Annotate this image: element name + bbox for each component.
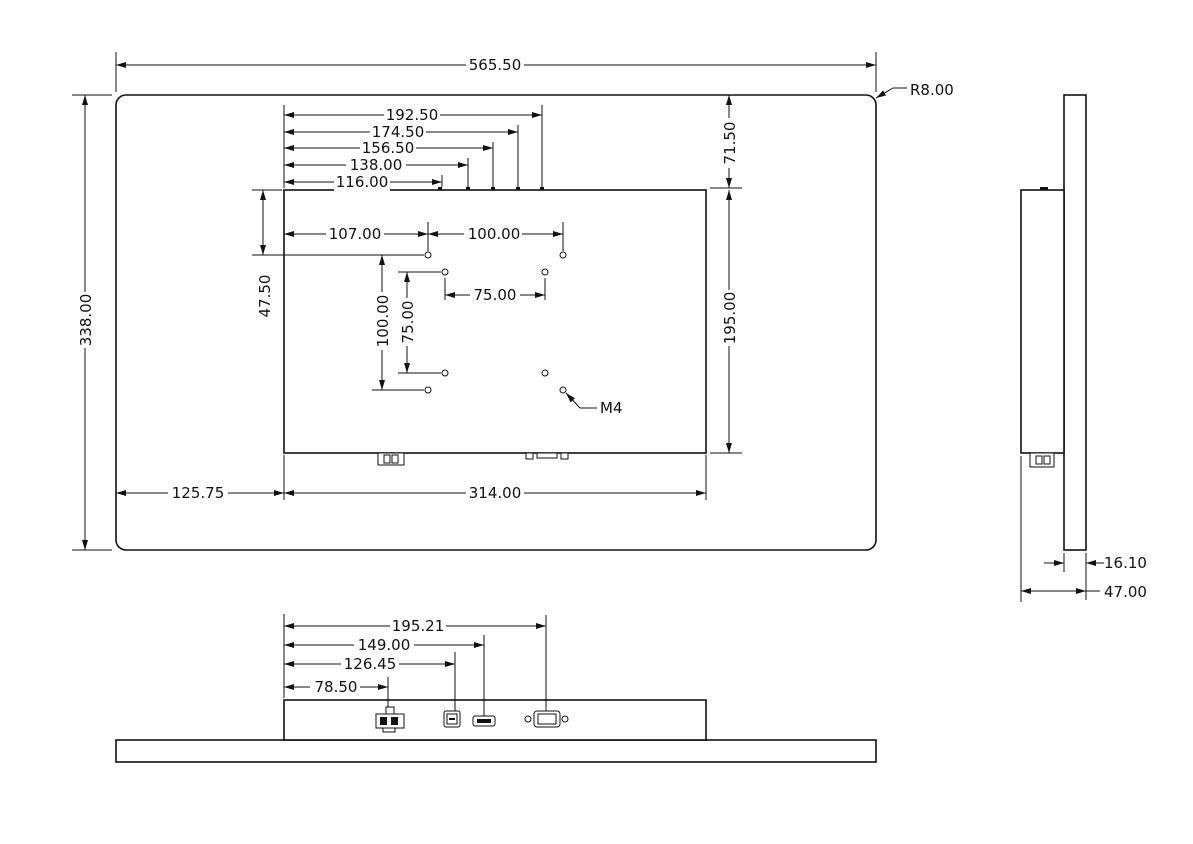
side-box bbox=[1020, 189, 1065, 454]
dim-screw-callout: M4 bbox=[565, 392, 623, 417]
dim-label: 47.50 bbox=[256, 275, 274, 318]
port-hdmi bbox=[472, 715, 496, 727]
dim-label: 107.00 bbox=[329, 225, 382, 243]
dim-box-height: 195.00 bbox=[710, 190, 742, 454]
dim-label: 47.00 bbox=[1104, 583, 1147, 601]
dim-label: 75.00 bbox=[474, 286, 517, 304]
dim-label: 125.75 bbox=[172, 484, 225, 502]
dim-vesa-top: 47.50 bbox=[252, 189, 424, 320]
dim-label: R8.00 bbox=[910, 81, 954, 99]
dim-vesa-left: 107.00 100.00 bbox=[284, 222, 564, 251]
dim-label: 338.00 bbox=[77, 294, 95, 347]
dim-label: 100.00 bbox=[374, 295, 392, 348]
dim-label: 16.10 bbox=[1104, 554, 1147, 572]
side-panel bbox=[1063, 94, 1087, 551]
dim-label: M4 bbox=[600, 399, 623, 417]
dim-side-thickness: 16.10 bbox=[1044, 553, 1147, 600]
dim-vesa-75-h: 75.00 bbox=[444, 278, 546, 304]
port-power bbox=[375, 706, 405, 733]
vesa-holes bbox=[424, 251, 567, 394]
hole-ticks bbox=[438, 187, 544, 190]
port-usb bbox=[443, 710, 461, 728]
dim-vesa-100-v: 100.00 bbox=[372, 255, 424, 391]
bottom-view: 195.21 149.00 126.45 78.50 bbox=[115, 614, 877, 763]
dim-label: 78.50 bbox=[315, 678, 358, 696]
dim-overall-height: 338.00 bbox=[72, 94, 112, 551]
dim-label: 195.21 bbox=[392, 617, 445, 635]
dim-side-depth: 47.00 bbox=[1020, 456, 1147, 602]
side-view: 16.10 47.00 bbox=[1020, 94, 1147, 602]
dim-label: 116.00 bbox=[336, 173, 389, 191]
dim-top-offset: 71.50 bbox=[710, 94, 742, 189]
dim-overall-width: 565.50 bbox=[115, 52, 877, 92]
dim-corner-radius: R8.00 bbox=[875, 81, 954, 99]
dim-label: 71.50 bbox=[721, 122, 739, 165]
dim-label: 75.00 bbox=[399, 301, 417, 344]
front-view: 565.50 R8.00 338.00 192.50 bbox=[72, 52, 954, 551]
dim-bottom: 125.75 314.00 bbox=[116, 455, 707, 502]
dim-label: 195.00 bbox=[721, 292, 739, 345]
dim-label: 100.00 bbox=[468, 225, 521, 243]
dim-label: 314.00 bbox=[469, 484, 522, 502]
dim-label: 156.50 bbox=[362, 139, 415, 157]
side-connector bbox=[1029, 452, 1055, 468]
dim-label: 126.45 bbox=[344, 655, 397, 673]
dim-label: 149.00 bbox=[358, 636, 411, 654]
dim-ports: 195.21 149.00 126.45 78.50 bbox=[283, 614, 547, 716]
dim-vesa-75-v: 75.00 bbox=[398, 271, 441, 374]
bottom-panel bbox=[115, 739, 877, 763]
port-vga bbox=[524, 710, 569, 728]
dim-label: 138.00 bbox=[350, 156, 403, 174]
dim-hole-positions: 192.50 174.50 156.50 138.00 116.00 bbox=[283, 105, 543, 191]
dim-label: 565.50 bbox=[469, 56, 522, 74]
dim-label: 192.50 bbox=[386, 106, 439, 124]
dim-label: 174.50 bbox=[372, 123, 425, 141]
bottom-connectors bbox=[377, 452, 569, 466]
